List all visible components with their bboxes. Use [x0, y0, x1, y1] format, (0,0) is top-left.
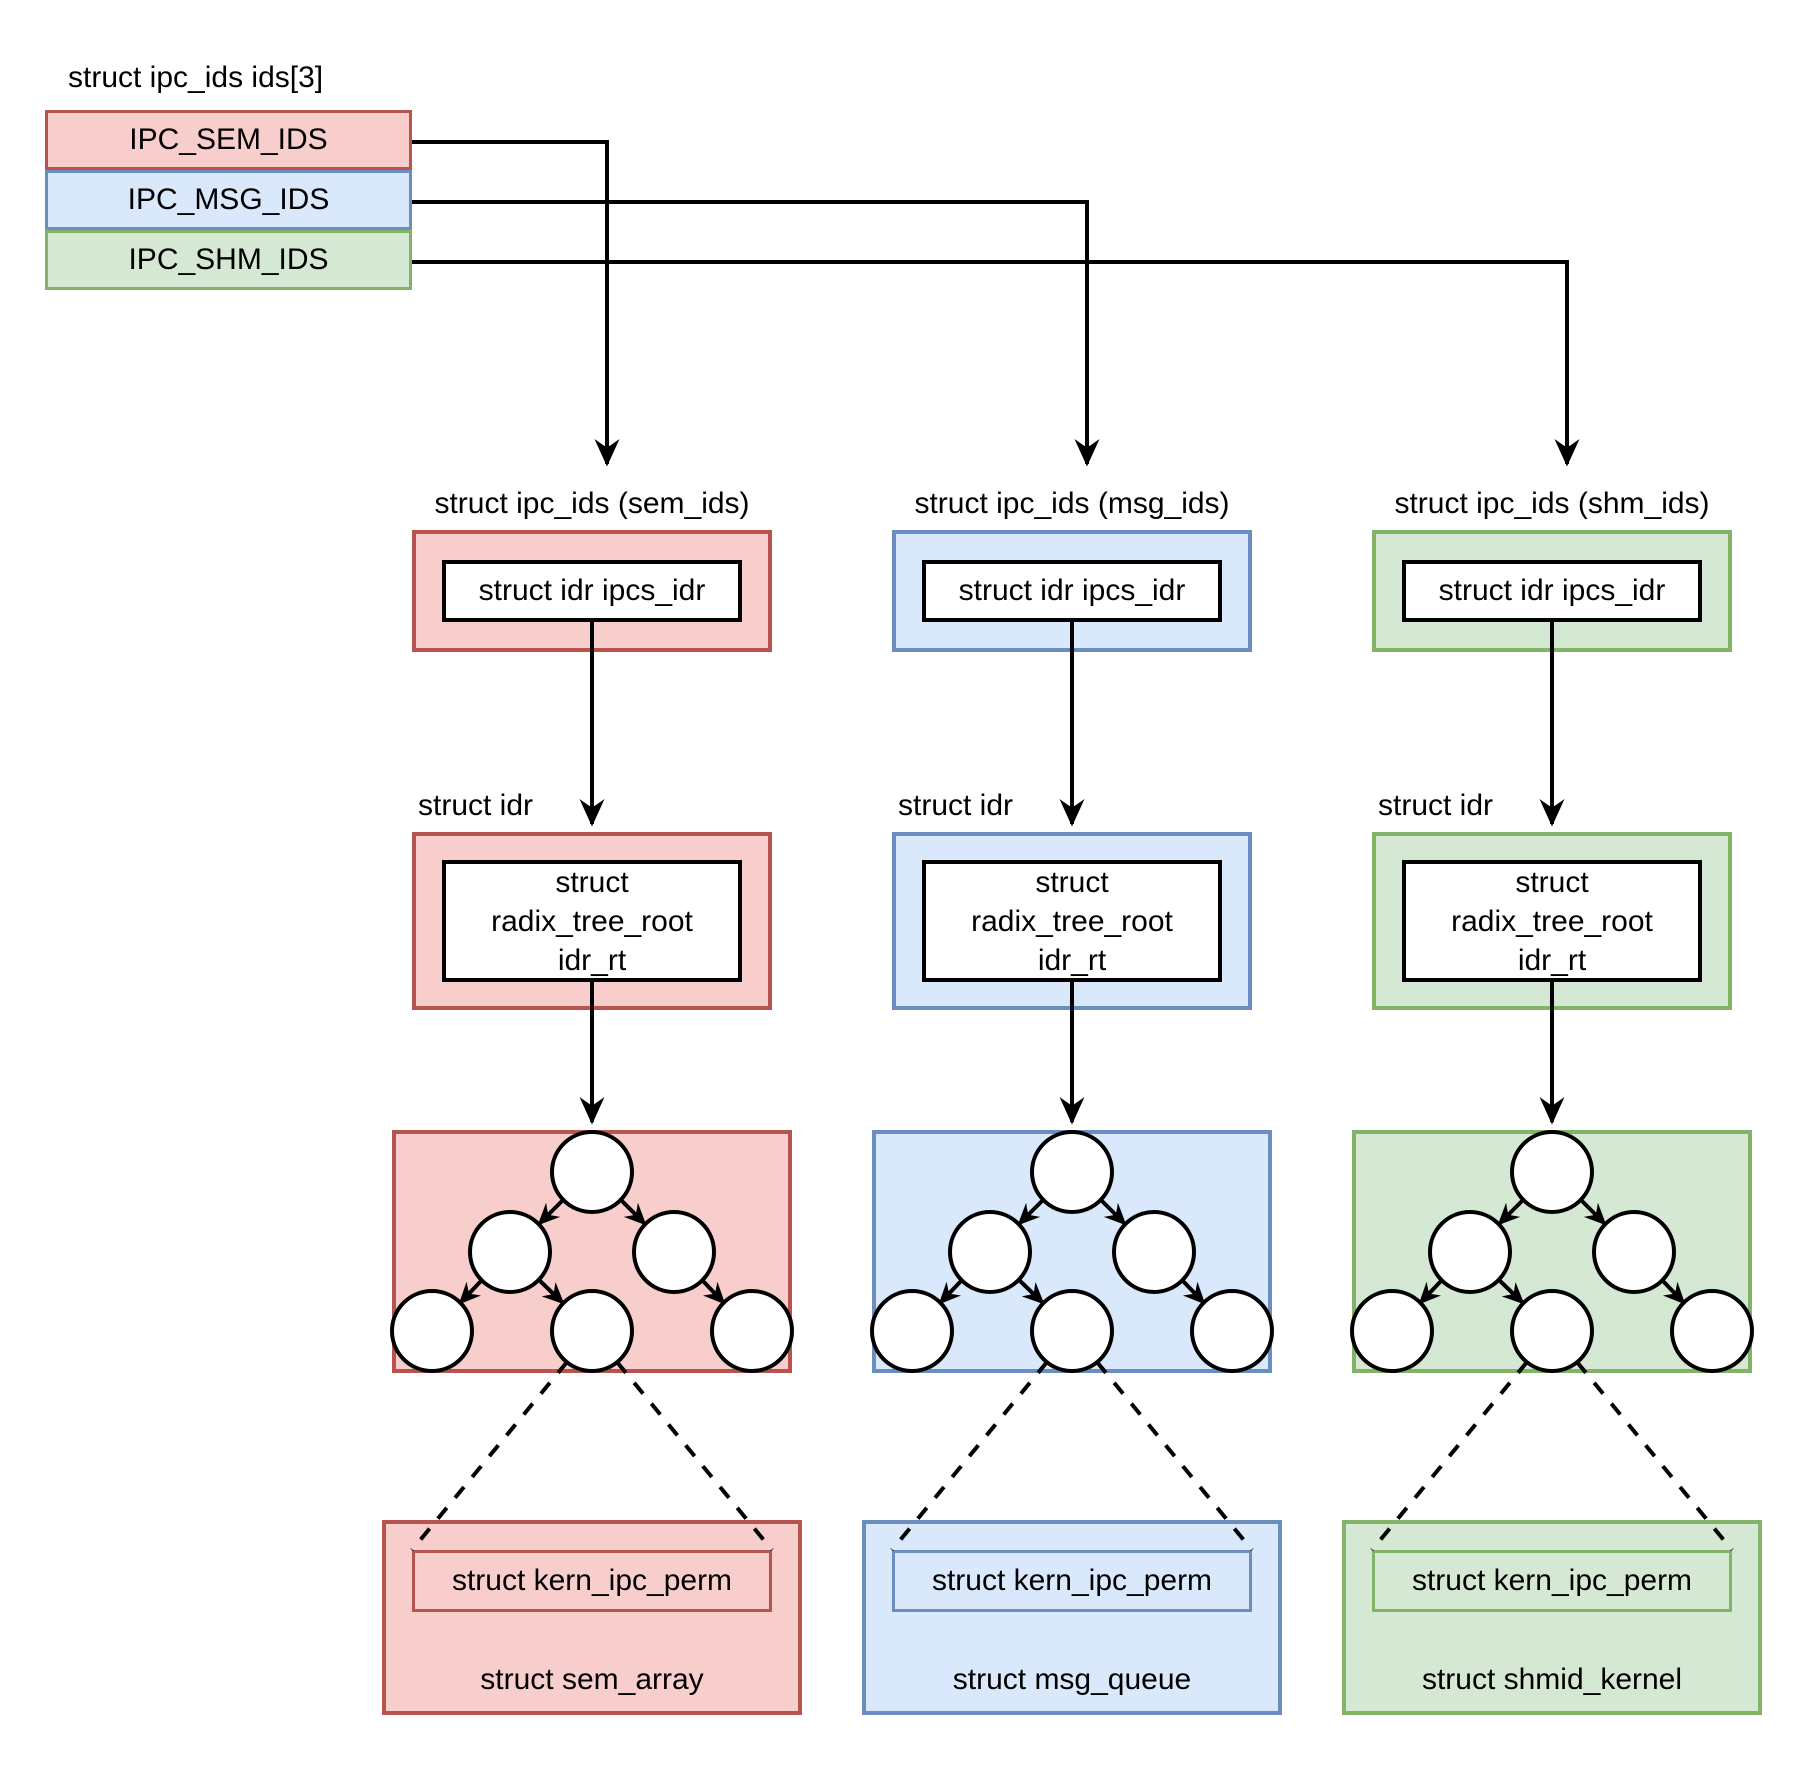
pointer-shm-ids: [412, 260, 1580, 467]
radix-tree-root-box-msg: struct radix_tree_root idr_rt: [922, 860, 1222, 982]
radix-tree-root-box-shm: struct radix_tree_root idr_rt: [1402, 860, 1702, 982]
kern-ipc-perm-box-shm: struct kern_ipc_perm: [1372, 1550, 1732, 1612]
radix-line: radix_tree_root: [1451, 904, 1653, 938]
ipcs-idr-box-sem: struct idr ipcs_idr: [442, 560, 742, 622]
container-label-sem: struct sem_array: [480, 1663, 704, 1696]
ipcs-idr-box-msg: struct idr ipcs_idr: [922, 560, 1222, 622]
container-label-shm: struct shmid_kernel: [1421, 1663, 1683, 1696]
column-header-shm: struct ipc_ids (shm_ids): [1394, 487, 1710, 520]
radix-tree-box-shm: [1352, 1130, 1752, 1373]
column-header-sem: struct ipc_ids (sem_ids): [434, 487, 750, 520]
kern-ipc-perm-box-msg: struct kern_ipc_perm: [892, 1550, 1252, 1612]
ids-entry-shm: IPC_SHM_IDS: [45, 230, 412, 290]
pointer-sem-ids: [412, 140, 620, 467]
radix-tree-box-msg: [872, 1130, 1272, 1373]
idr-label-shm: struct idr: [1378, 789, 1494, 822]
radix-line: radix_tree_root: [971, 904, 1173, 938]
radix-line: struct: [1515, 865, 1589, 899]
radix-line: struct: [555, 865, 629, 899]
radix-line: idr_rt: [1037, 943, 1107, 977]
radix-line: idr_rt: [557, 943, 627, 977]
ids-array-label: struct ipc_ids ids[3]: [68, 61, 324, 94]
pointer-msg-ids: [412, 200, 1100, 467]
ids-entry-msg: IPC_MSG_IDS: [45, 170, 412, 230]
radix-line: idr_rt: [1517, 943, 1587, 977]
radix-tree-box-sem: [392, 1130, 792, 1373]
kern-ipc-perm-box-sem: struct kern_ipc_perm: [412, 1550, 772, 1612]
ids-entry-sem: IPC_SEM_IDS: [45, 110, 412, 170]
idr-label-sem: struct idr: [418, 789, 534, 822]
radix-tree-root-box-sem: struct radix_tree_root idr_rt: [442, 860, 742, 982]
column-header-msg: struct ipc_ids (msg_ids): [914, 487, 1230, 520]
radix-line: struct: [1035, 865, 1109, 899]
idr-label-msg: struct idr: [898, 789, 1014, 822]
container-label-msg: struct msg_queue: [952, 1663, 1192, 1696]
ipcs-idr-box-shm: struct idr ipcs_idr: [1402, 560, 1702, 622]
radix-line: radix_tree_root: [491, 904, 693, 938]
